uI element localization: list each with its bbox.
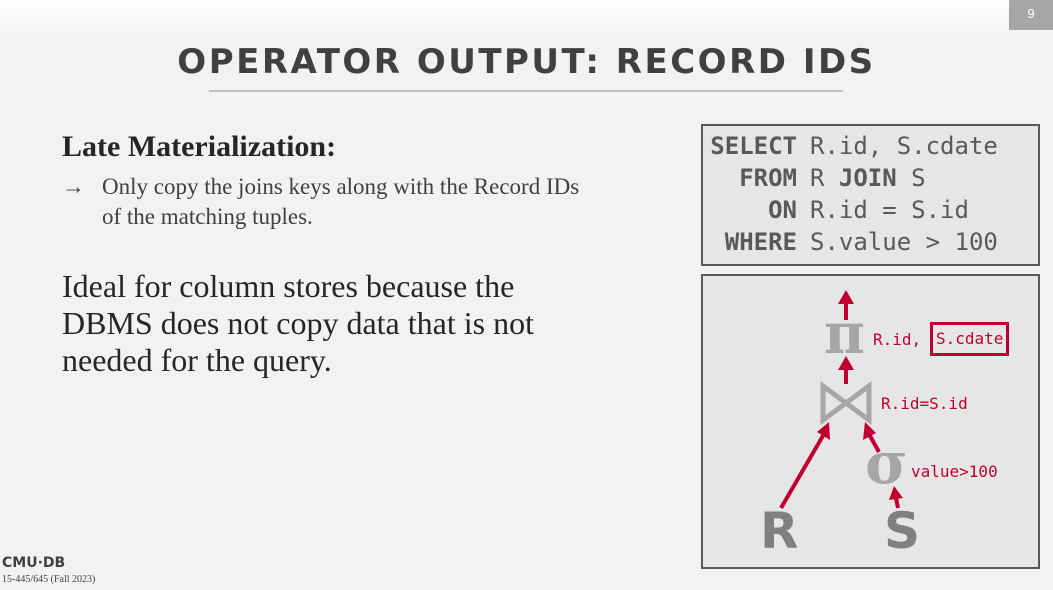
projection-label-highlight: S.cdate: [930, 322, 1010, 356]
page-number: 9: [1009, 0, 1053, 30]
section-heading: Late Materialization:: [62, 130, 337, 163]
relation-r: R: [760, 502, 799, 560]
sql-from-table-s: S: [896, 164, 926, 192]
join-bowtie-icon: [820, 381, 872, 425]
arrow-up-icon: [779, 422, 830, 510]
sql-keyword-select: SELECT: [710, 132, 797, 160]
sql-clause-on: R.id = S.id: [810, 196, 969, 224]
course-label: 15-445/645 (Fall 2023): [2, 574, 96, 585]
body-paragraph: Ideal for column stores because the DBMS…: [62, 268, 534, 378]
sql-clause-from: R JOIN S: [810, 164, 926, 192]
slide-title: OPERATOR OUTPUT: RECORD IDS: [177, 42, 876, 82]
projection-label-prefix: R.id,: [873, 330, 922, 349]
arrow-up-icon: [863, 422, 881, 453]
query-plan-svg: [779, 290, 903, 510]
sql-keyword-on: ON: [768, 196, 797, 224]
selection-icon: σ: [865, 429, 908, 497]
relation-s: S: [884, 502, 921, 560]
bullet-item: → Only copy the joins keys along with th…: [62, 172, 582, 232]
sql-query-box: SELECT R.id, S.cdate FROM R JOIN S ON R.…: [701, 124, 1040, 266]
sql-keyword-where: WHERE: [724, 228, 797, 256]
arrow-up-icon: [838, 290, 854, 320]
sql-clause-select: R.id, S.cdate: [810, 132, 998, 160]
title-divider: [209, 90, 843, 92]
selection-predicate-label: value>100: [911, 462, 998, 481]
sql-from-table-r: R: [810, 164, 839, 192]
top-band: [0, 0, 1053, 40]
sql-clause-where: S.value > 100: [810, 228, 998, 256]
cmu-db-logo: CMU·DB: [2, 555, 66, 571]
arrow-up-icon: [889, 486, 903, 509]
join-condition-label: R.id=S.id: [881, 394, 968, 413]
arrow-right-icon: →: [62, 174, 85, 199]
arrow-up-icon: [838, 356, 854, 384]
sql-keyword-join: JOIN: [838, 164, 897, 192]
bullet-text: Only copy the joins keys along with the …: [102, 174, 580, 229]
sql-keyword-from: FROM: [739, 164, 797, 192]
query-plan-tree: π R.id, S.cdate R.id=S.id σ value>100 R …: [701, 274, 1040, 569]
projection-icon: π: [824, 301, 865, 367]
